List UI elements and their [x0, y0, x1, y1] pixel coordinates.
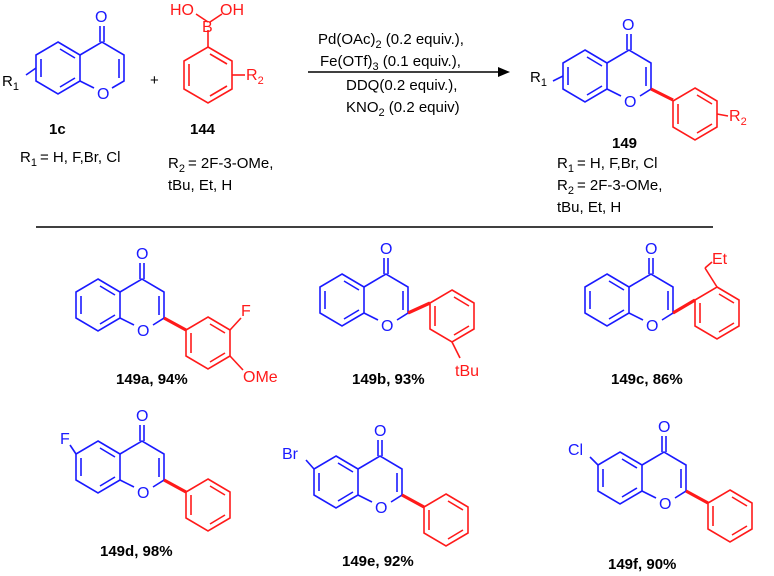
compound-149e: O O Br — [282, 423, 469, 547]
reactant-144-id: 144 — [190, 121, 216, 138]
ex149a-sub-ome: OMe — [243, 369, 278, 386]
ex149e-ring-o: O — [375, 500, 387, 517]
ex149e-sub-br: Br — [282, 446, 299, 463]
reactant-144-r-values-1: R2= 2F-3-OMe, — [168, 155, 273, 175]
ex149b-sub-tbu: tBu — [455, 363, 479, 380]
ring-oxygen-label: O — [97, 86, 109, 103]
ex149d-carbonyl-o: O — [136, 408, 148, 425]
reactant-1c-r-values: R1= H, F,Br, Cl — [20, 149, 120, 169]
ex149a-sub-f: F — [241, 303, 251, 320]
ex149e-carbonyl-o: O — [374, 423, 386, 440]
condition-line-1: Pd(OAc)2 (0.2 equiv.), — [318, 31, 464, 51]
ex149c-ring-o: O — [646, 318, 658, 335]
product-149-id: 149 — [612, 135, 637, 152]
caption-149a: 149a, 94% — [116, 371, 188, 388]
caption-149e: 149e, 92% — [342, 553, 414, 570]
compound-149d: O O F — [60, 408, 231, 532]
caption-149b: 149b, 93% — [352, 371, 425, 388]
ex149f-carbonyl-o: O — [658, 419, 670, 436]
plus-sign: + — [150, 72, 159, 89]
ex149d-sub-f: F — [60, 431, 70, 448]
caption-149d: 149d, 98% — [100, 543, 173, 560]
reactant-144-r-values-2: tBu, Et, H — [168, 177, 232, 194]
reactant-144-structure: B HO OH R2 — [170, 2, 264, 104]
r1-label: R1 — [2, 73, 19, 93]
product-r2-label: R2 — [729, 108, 747, 128]
condition-line-4: KNO2 (0.2 equiv) — [346, 99, 460, 119]
reactant-1c-id: 1c — [49, 121, 66, 138]
compound-149b: O O tBu — [319, 241, 479, 380]
product-149-structure: O O R1 R2 — [530, 17, 747, 141]
product-ring-oxygen: O — [624, 94, 636, 111]
product-r1-values: R1= H, F,Br, Cl — [557, 155, 657, 175]
ex149c-carbonyl-o: O — [645, 241, 657, 258]
ex149a-carbonyl-o: O — [136, 246, 148, 263]
ex149b-ring-o: O — [381, 318, 393, 335]
ex149d-ring-o: O — [137, 485, 149, 502]
ex149b-carbonyl-o: O — [380, 241, 392, 258]
hydroxyl-left-label: HO — [170, 2, 194, 19]
caption-149c: 149c, 86% — [611, 371, 683, 388]
caption-149f: 149f, 90% — [608, 556, 676, 573]
boron-label: B — [202, 19, 213, 36]
product-r2-values-2: tBu, Et, H — [557, 199, 621, 216]
ex149f-sub-cl: Cl — [568, 442, 583, 459]
condition-line-2: Fe(OTf)3 (0.1 equiv.), — [320, 53, 461, 73]
product-carbonyl-oxygen: O — [622, 17, 634, 34]
compound-149a: O O F OMe — [75, 246, 278, 386]
compound-149f: O O Cl — [568, 419, 753, 543]
product-r1-label: R1 — [530, 69, 547, 89]
carbonyl-oxygen-label: O — [95, 9, 107, 26]
condition-line-3: DDQ(0.2 equiv.), — [346, 77, 457, 94]
ex149f-ring-o: O — [659, 496, 671, 513]
ex149c-sub-et: Et — [712, 251, 728, 268]
hydroxyl-right-label: OH — [220, 2, 244, 19]
ex149a-ring-o: O — [137, 323, 149, 340]
reaction-arrow-head — [498, 67, 510, 77]
r2-label: R2 — [246, 67, 264, 87]
product-r2-values-1: R2= 2F-3-OMe, — [557, 177, 662, 197]
reactant-1c-structure: O O R1 — [2, 9, 125, 103]
compound-149c: O O Et — [584, 241, 740, 340]
